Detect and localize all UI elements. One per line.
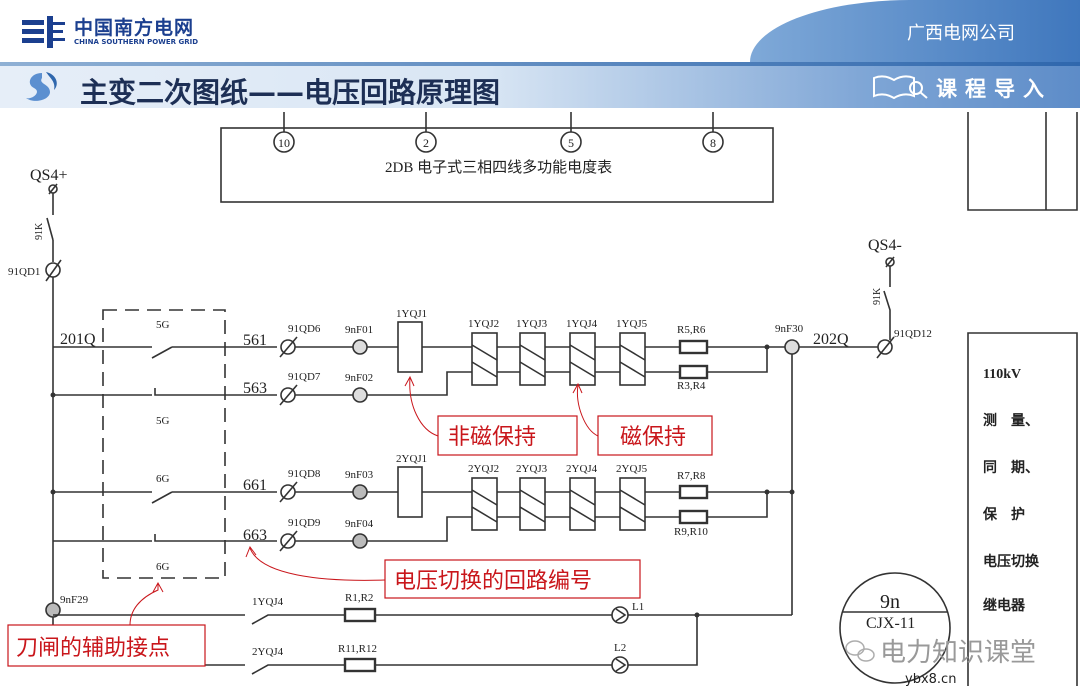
link-label: 9nF01 [345,324,373,336]
header-divider [0,62,1080,66]
circuit-number: 661 [243,477,267,494]
resistor-label: R1,R2 [345,592,373,604]
meter-terminal [560,131,582,153]
device-box-text: 电压切换 [983,553,1040,570]
relay-label: 1YQJ4 [566,318,598,330]
link-label: 9nF30 [775,323,804,335]
watermark-name: 电力知识课堂 [880,638,1036,668]
device-box-text: 继电器 [983,597,1026,614]
coil-group [471,332,646,531]
lamp-l2 [611,656,629,674]
circuit-number: 663 [243,527,267,544]
relay-label: 1YQJ2 [468,318,499,330]
contact-label: 2YQJ4 [252,646,284,658]
logo-subtext: CHINA SOUTHERN POWER GRID [74,38,199,46]
terminal-label: 91QD9 [288,517,321,529]
device-box-text: 保 护 [982,506,1025,523]
callout-text: 刀闸的辅助接点 [16,636,170,661]
relay-2yqj1 [397,466,423,518]
relay-label: 2YQJ3 [516,463,548,475]
meter-terminal-label: 10 [278,136,290,150]
callout-non-magnetic [437,415,578,456]
junction-dots [50,344,795,618]
link-label: 9nF03 [345,469,374,481]
link-label: 9nF29 [60,594,89,606]
fuse-qs4-plus: QS4+ [30,167,67,184]
logo-text: 中国南方电网 [74,17,195,39]
meter-box [220,127,774,203]
fuse-qs4-minus: QS4- [868,237,902,254]
book-search-icon [873,75,928,100]
callout-text: 非磁保持 [448,425,536,450]
callout-text: 电压切换的回路编号 [394,569,592,594]
terminal-label: 91QD1 [8,266,40,278]
circuit-number: 561 [243,332,267,349]
resistor-label: R9,R10 [674,526,708,538]
switch-label: 91K [872,287,883,305]
meter-terminal-label: 5 [568,136,574,150]
logo: 中国南方电网 CHINA SOUTHERN POWER GRID [22,16,198,48]
meter-terminal [415,131,437,153]
callout-arrows [129,375,599,626]
relay-label: 2YQJ1 [396,453,427,465]
relay-label: 2YQJ4 [566,463,598,475]
relay-label: 1YQJ3 [516,318,548,330]
contact-label: 1YQJ4 [252,596,284,608]
circuit-number: 563 [243,380,267,397]
resistor-label: R11,R12 [338,643,377,655]
aux-contact-box [102,309,226,579]
callout-circuit-number [384,559,641,599]
title-bar: 主变二次图纸——电压回路原理图 课程导入 [0,66,1080,109]
device-box-text: 同 期、 [983,460,1039,476]
link-label: 9nF04 [345,518,374,530]
terminal-label: 91QD6 [288,323,321,335]
watermark-site: ybx8.cn [905,672,956,686]
aux-label: 5G [156,319,170,331]
resistor-label: R3,R4 [677,380,706,392]
page-title: 主变二次图纸——电压回路原理图 [80,76,501,109]
aux-label: 5G [156,415,170,427]
header: 中国南方电网 CHINA SOUTHERN POWER GRID 广西电网公司 [0,0,1080,62]
aux-label: 6G [156,473,170,485]
grid-logo-icon [22,16,65,48]
circle-label: 9n [880,591,900,613]
relay-label: 2YQJ5 [616,463,648,475]
relay-1yqj1 [397,321,423,373]
device-box-text: 110kV [983,367,1021,382]
aux-label: 6G [156,561,170,573]
circle-label: CJX-11 [866,615,915,632]
device-box-text: 测 量、 [983,412,1039,429]
swirl-logo-icon [26,72,57,101]
meter-terminal-label: 2 [423,136,429,150]
company-name: 广西电网公司 [907,23,1015,44]
callout-magnetic [597,415,713,456]
lamp-l1 [611,606,629,624]
meter-terminal-label: 8 [710,136,716,150]
terminal-label: 91QD8 [288,468,321,480]
lamp-label: L2 [614,642,626,654]
lamp-label: L1 [632,601,644,613]
relay-circle [839,572,951,684]
meter-terminal [702,131,724,153]
switch-label: 91K [34,222,45,240]
section-label: 课程导入 [936,77,1052,101]
callout-aux-contact [7,624,206,667]
bus-label: 201Q [60,331,96,348]
link-label: 9nF02 [345,372,373,384]
relay-label: 2YQJ2 [468,463,499,475]
wechat-icon [845,640,875,662]
callout-text: 磁保持 [620,425,686,450]
relay-label: 1YQJ1 [396,308,427,320]
resistor-label: R7,R8 [677,470,706,482]
resistor-label: R5,R6 [677,324,706,336]
relay-label: 1YQJ5 [616,318,648,330]
terminal-label: 91QD12 [894,328,932,340]
bus-label: 202Q [813,331,849,348]
meter-label: 2DB 电子式三相四线多功能电度表 [385,159,612,176]
voltage-circuit-diagram: 10 2 5 8 2DB 电子式三相四线多功能电度表 QS4+ 91K 91QD… [7,112,1078,686]
meter-terminal [273,131,295,153]
terminal-label: 91QD7 [288,371,321,383]
